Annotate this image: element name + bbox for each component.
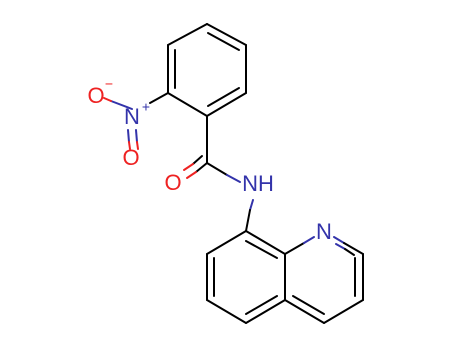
bond [110, 100, 133, 110]
bond [103, 97, 112, 102]
double-bond-inner [245, 240, 278, 259]
bond [192, 155, 203, 165]
bond [167, 92, 208, 117]
nitrogen-atom-label: N [316, 219, 332, 244]
double-bond-inner [335, 243, 346, 250]
oxygen-atom-label: O [122, 145, 139, 170]
nitro-group: O − N + O [87, 76, 169, 170]
bond [206, 162, 228, 176]
bond [226, 174, 241, 183]
double-bond-inner [245, 295, 278, 315]
bond [206, 92, 247, 117]
bond [183, 163, 194, 171]
oxygen-atom-label: O [164, 170, 181, 195]
nitrogen-atom-label: N [124, 104, 140, 129]
double-bond-inner [344, 248, 355, 256]
double-bond-inner [207, 32, 240, 51]
amide-group: O NH [164, 115, 274, 232]
bond [206, 230, 247, 255]
bond [195, 162, 208, 173]
bond [206, 299, 247, 324]
bond [186, 171, 197, 179]
bond [149, 92, 169, 104]
nh-atom-label: NH [242, 171, 274, 196]
bond [333, 236, 345, 244]
bond [127, 129, 130, 143]
bond [323, 299, 364, 324]
bond [284, 242, 305, 255]
double-bond-inner [292, 295, 325, 315]
bond [135, 129, 138, 143]
bond [343, 242, 364, 255]
bond [284, 299, 325, 324]
bond [303, 236, 315, 244]
oxygen-atom-label: O [87, 83, 104, 108]
double-bond-inner [207, 87, 240, 107]
bond [245, 209, 251, 232]
bond [167, 23, 208, 46]
bond [245, 299, 286, 324]
quinoline-benzo-ring [206, 230, 286, 324]
bond [206, 23, 247, 46]
bond [128, 141, 131, 150]
quinoline-pyridine-ring: N [284, 219, 364, 324]
bond [245, 230, 286, 255]
minus-charge-label: − [105, 76, 113, 92]
benzene-ring [167, 23, 247, 117]
plus-charge-label: + [142, 99, 150, 115]
bond [136, 141, 139, 150]
bond [249, 199, 254, 211]
